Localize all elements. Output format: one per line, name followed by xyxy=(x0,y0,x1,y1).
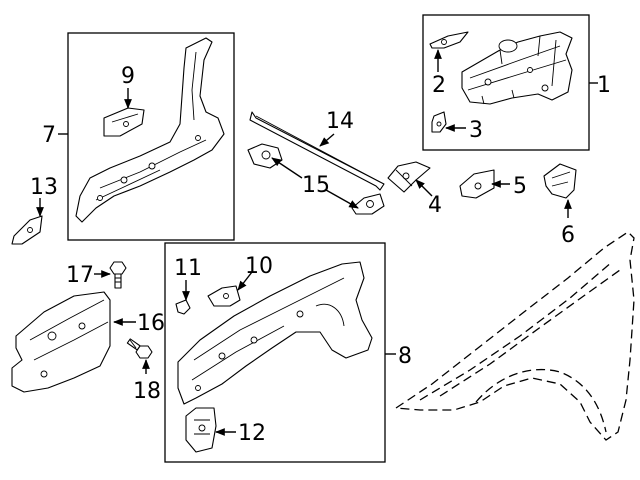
callout-11: 11 xyxy=(174,256,202,281)
part-4-bracket xyxy=(387,161,431,193)
callout-5: 5 xyxy=(513,174,527,199)
part-3-bracket xyxy=(431,111,447,133)
part-1-apron-assembly xyxy=(461,31,573,105)
callout-1: 1 xyxy=(597,73,611,98)
part-7-apron-panel xyxy=(75,37,225,223)
part-16-bracket xyxy=(11,291,111,393)
part-18-bolt xyxy=(126,338,153,359)
callout-2: 2 xyxy=(432,73,446,98)
part-8-apron-panel xyxy=(177,261,373,405)
callout-14: 14 xyxy=(326,109,354,134)
group-box-8 xyxy=(164,242,386,463)
callout-10: 10 xyxy=(245,254,273,279)
part-5-bracket xyxy=(459,169,495,199)
callout-17: 17 xyxy=(66,263,94,288)
part-14-reinforcement-bar xyxy=(249,111,385,191)
part-12-bracket xyxy=(185,407,217,453)
callout-16: 16 xyxy=(137,311,165,336)
part-15-bracket-lower xyxy=(351,193,385,215)
callout-9: 9 xyxy=(121,64,135,89)
callout-6: 6 xyxy=(561,223,575,248)
leader-lines xyxy=(36,49,598,436)
callout-8: 8 xyxy=(398,344,412,369)
callout-4: 4 xyxy=(428,193,442,218)
callout-12: 12 xyxy=(238,421,266,446)
part-13-bracket xyxy=(11,215,43,245)
callout-13: 13 xyxy=(30,175,58,200)
group-box-7 xyxy=(67,32,235,241)
fender-outline xyxy=(394,231,635,441)
part-17-bolt xyxy=(109,261,127,289)
part-9-bracket xyxy=(103,107,145,137)
part-11-clip xyxy=(175,299,191,315)
callout-3: 3 xyxy=(469,118,483,143)
part-10-bracket xyxy=(207,285,241,307)
callouts: 1 2 3 4 5 6 7 8 9 10 11 12 13 14 15 16 1… xyxy=(30,64,611,446)
callout-7: 7 xyxy=(42,123,56,148)
part-2-bracket xyxy=(429,31,469,49)
part-15-bracket-upper xyxy=(247,143,283,169)
callout-15: 15 xyxy=(302,173,330,198)
part-6-bracket xyxy=(543,163,577,199)
callout-18: 18 xyxy=(133,379,161,404)
